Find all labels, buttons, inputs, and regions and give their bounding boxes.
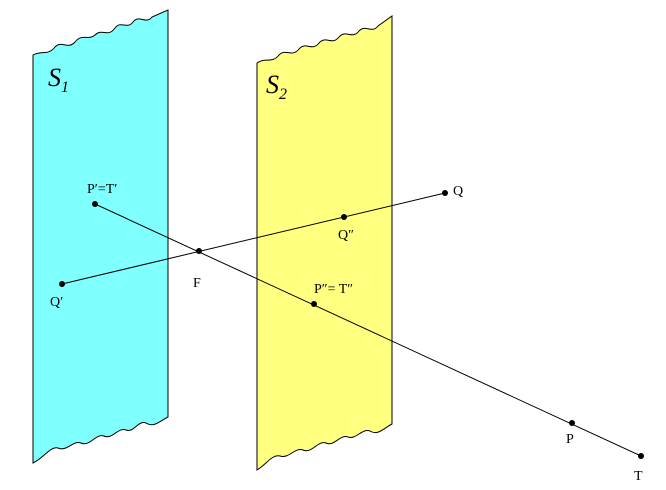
- label-p: P: [566, 432, 574, 447]
- label-q-double-prime: Q″: [338, 228, 354, 243]
- line-p-prime-to-t: [94, 203, 642, 457]
- point-q: [442, 190, 448, 196]
- point-p-double-prime-t-double-prime: [311, 301, 317, 307]
- point-t: [638, 453, 644, 459]
- plane-s2-label: S2: [266, 70, 287, 103]
- point-q-prime: [59, 281, 65, 287]
- plane-s2: [256, 15, 393, 471]
- label-t: T: [634, 469, 643, 484]
- label-q-prime: Q′: [50, 295, 63, 310]
- point-p-prime-t-prime: [92, 201, 98, 207]
- label-f: F: [193, 276, 201, 291]
- plane-s1: [32, 9, 169, 464]
- label-p-prime-t-prime: P′=T′: [87, 182, 117, 197]
- point-q-double-prime: [341, 214, 347, 220]
- point-p: [569, 420, 575, 426]
- label-q: Q: [453, 184, 463, 199]
- label-p-double-prime-t-double-prime: P″= T″: [314, 282, 353, 297]
- line-q-prime-to-q: [61, 192, 446, 285]
- point-f: [196, 248, 202, 254]
- plane-s1-label: S1: [48, 63, 69, 96]
